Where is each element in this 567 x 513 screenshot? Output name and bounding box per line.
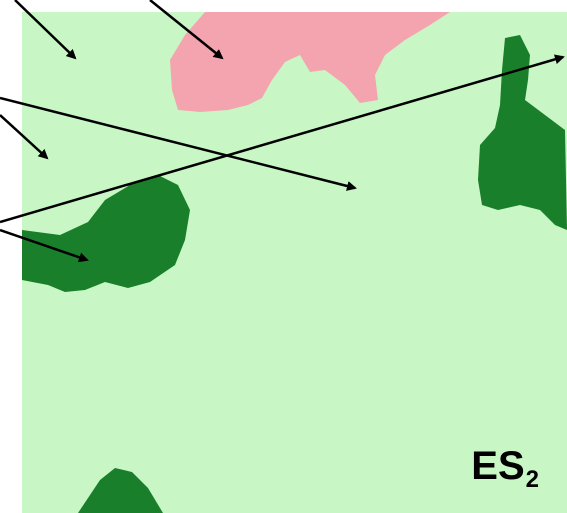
arrow-3 xyxy=(0,96,357,191)
pink-region xyxy=(170,12,450,112)
dark-region-bottom xyxy=(78,468,163,513)
label-main: ES xyxy=(471,444,525,488)
arrow-4 xyxy=(0,114,49,160)
arrow-5 xyxy=(0,54,565,224)
dark-region-left xyxy=(22,175,190,292)
dark-region-right xyxy=(478,35,567,230)
region-label: ES2 xyxy=(471,444,539,492)
arrow-2 xyxy=(149,0,224,60)
arrow-1 xyxy=(14,0,77,60)
arrow-6 xyxy=(0,228,89,263)
label-subscript: 2 xyxy=(525,466,539,493)
